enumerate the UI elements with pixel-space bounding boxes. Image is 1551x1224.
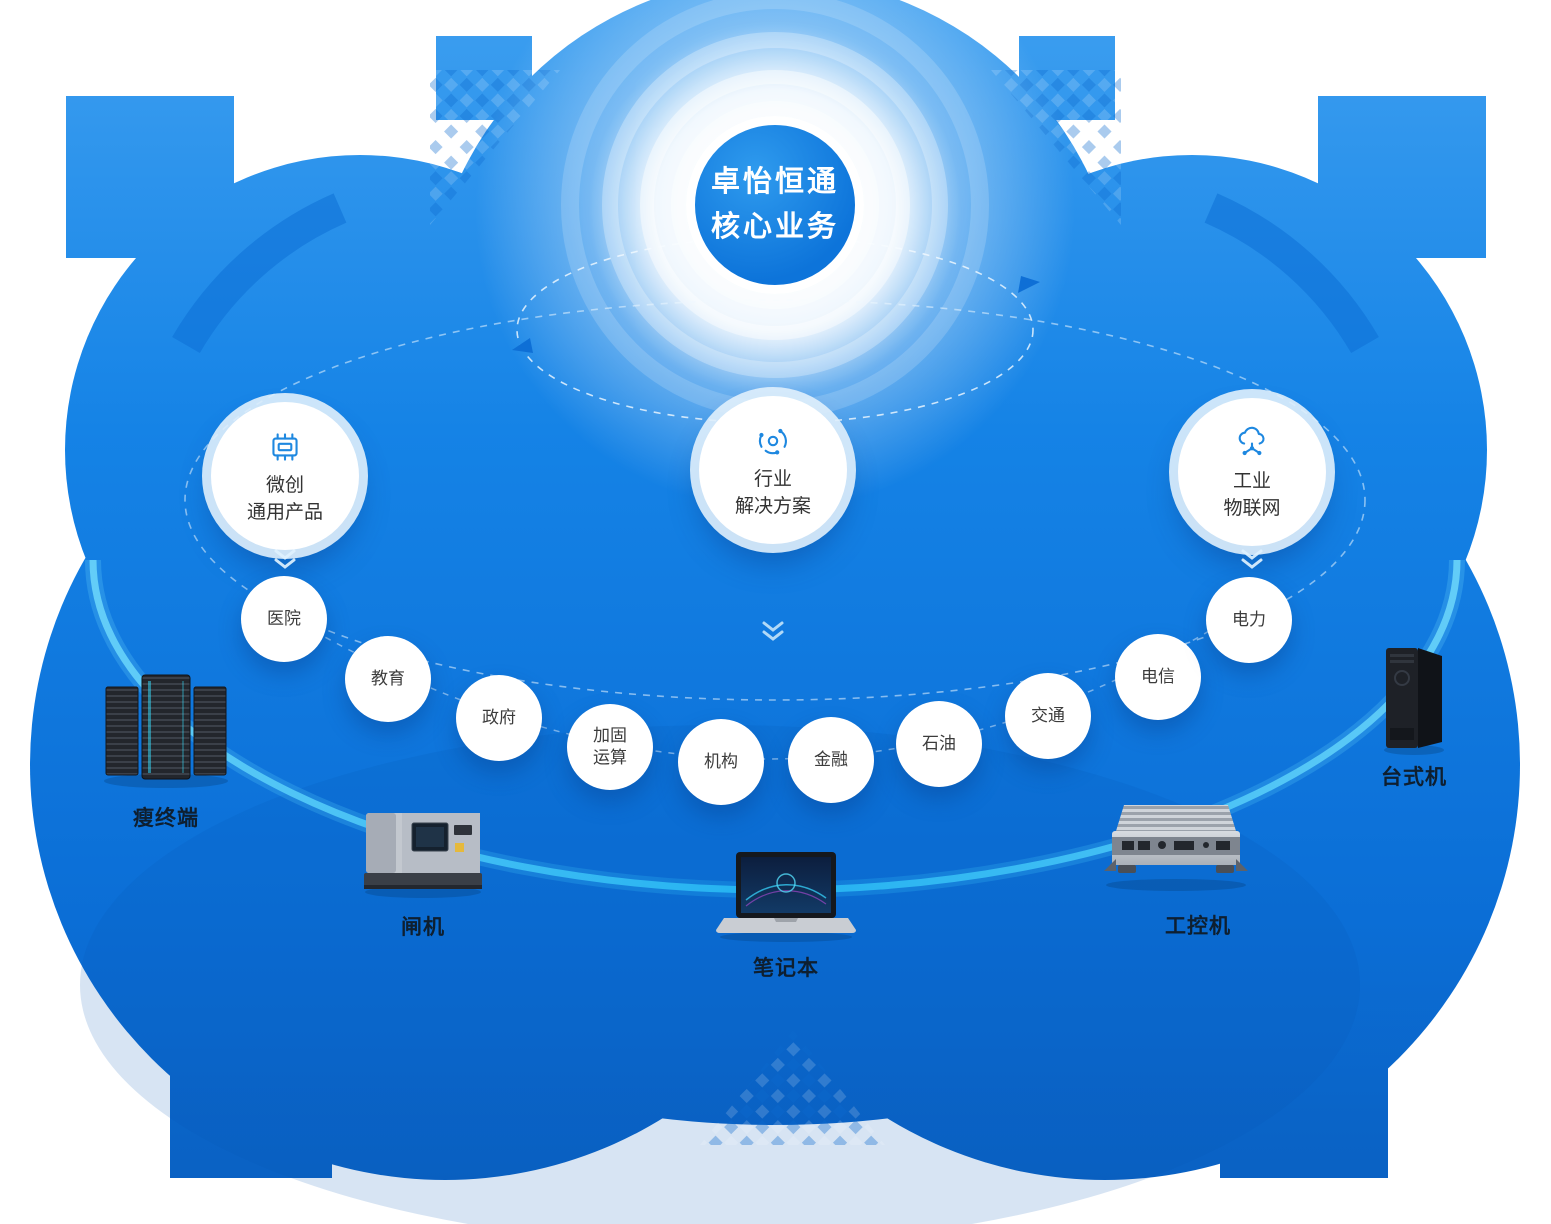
industry-node-education: 教育 bbox=[345, 636, 431, 722]
industry-label: 石油 bbox=[922, 733, 956, 753]
category-node-general-products: 微创 通用产品 bbox=[211, 402, 359, 550]
industry-label: 政府 bbox=[482, 707, 516, 727]
solution-hub-icon bbox=[758, 428, 787, 455]
industry-node-petroleum: 石油 bbox=[896, 701, 982, 787]
category-label: 工业 物联网 bbox=[1223, 470, 1281, 519]
industry-node-telecom: 电信 bbox=[1115, 634, 1201, 720]
device-label-desktop: 台式机 bbox=[1381, 766, 1447, 789]
industrial-pc-icon bbox=[1104, 805, 1248, 891]
device-label-laptop: 笔记本 bbox=[753, 957, 819, 980]
category-label: 微创 通用产品 bbox=[246, 474, 323, 523]
server-rack-icon bbox=[104, 674, 228, 788]
chevron-double-down-icon bbox=[762, 621, 784, 641]
industry-label: 电信 bbox=[1141, 666, 1175, 686]
industry-label: 机构 bbox=[704, 751, 738, 771]
orbit-arrow-icon bbox=[512, 276, 1040, 353]
core-business-title: 卓怡恒通 核心业务 bbox=[710, 166, 839, 243]
industry-node-institution: 机构 bbox=[678, 719, 764, 805]
iot-cloud-icon bbox=[1238, 426, 1265, 455]
industry-node-rugged-computing: 加固 运算 bbox=[567, 704, 653, 790]
industry-label: 交通 bbox=[1031, 705, 1065, 725]
industry-node-hospital: 医院 bbox=[241, 576, 327, 662]
core-business-badge: 卓怡恒通 核心业务 bbox=[686, 116, 864, 294]
industry-node-government: 政府 bbox=[456, 675, 542, 761]
laptop-icon bbox=[716, 852, 856, 942]
gate-machine-icon bbox=[364, 813, 482, 898]
industry-label: 加固 运算 bbox=[593, 725, 627, 767]
category-label: 行业 解决方案 bbox=[734, 468, 811, 517]
industry-label: 电力 bbox=[1232, 609, 1266, 629]
device-label-thin-client: 瘦终端 bbox=[133, 807, 199, 830]
category-node-industrial-iot: 工业 物联网 bbox=[1178, 398, 1326, 546]
industry-label: 金融 bbox=[814, 749, 848, 769]
device-label-industrial-pc: 工控机 bbox=[1165, 915, 1231, 938]
industry-node-power: 电力 bbox=[1206, 577, 1292, 663]
industry-label: 医院 bbox=[267, 608, 301, 628]
desktop-tower-icon bbox=[1384, 648, 1444, 755]
device-label-gate-machine: 闸机 bbox=[401, 916, 445, 939]
chevron-double-down-icon bbox=[1241, 549, 1263, 569]
badge-halo-rings bbox=[561, 0, 989, 419]
industry-node-transportation: 交通 bbox=[1005, 673, 1091, 759]
category-node-industry-solutions: 行业 解决方案 bbox=[699, 396, 847, 544]
industry-node-finance: 金融 bbox=[788, 717, 874, 803]
chip-icon bbox=[272, 433, 298, 461]
industry-label: 教育 bbox=[371, 668, 405, 688]
chevron-double-down-icon bbox=[274, 549, 296, 569]
